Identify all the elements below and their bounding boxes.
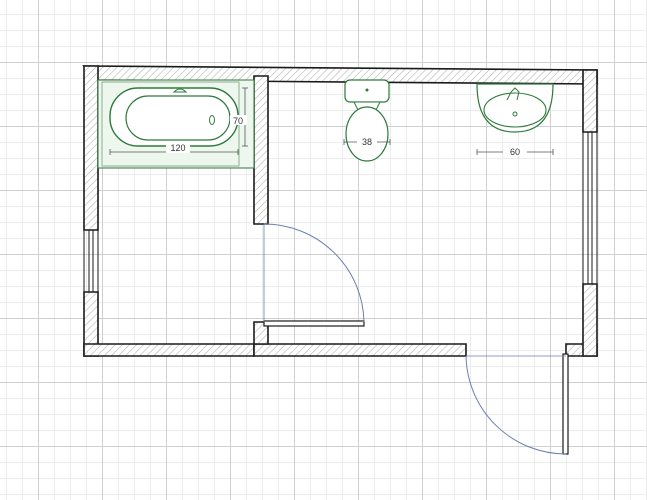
entrance-door-leaf	[562, 353, 569, 455]
entrance-door-swing	[465, 355, 567, 455]
toilet-flush-button-icon	[365, 88, 369, 92]
bathtub-width-label: 120	[170, 143, 185, 153]
wall-bottom-middle	[253, 343, 467, 357]
sink-drain-icon	[512, 111, 518, 117]
interior-door	[263, 223, 365, 327]
sink[interactable]: 60	[476, 83, 554, 157]
interior-door-leaf	[263, 320, 365, 327]
wall-partition-lower	[253, 321, 269, 345]
windows	[83, 132, 598, 292]
wall-partition-upper	[253, 75, 269, 225]
bathtub[interactable]: 120 70	[97, 79, 255, 169]
entrance-door	[465, 353, 569, 455]
toilet-bowl	[345, 106, 389, 162]
toilet[interactable]: 38	[343, 79, 391, 162]
sink-faucet-icon	[506, 87, 520, 101]
sink-width-label: 60	[510, 147, 520, 157]
wall-left-upper	[83, 65, 99, 231]
sink-bowl	[483, 92, 547, 128]
wall-bottom-left	[83, 343, 255, 357]
bathtub-drain-icon	[209, 115, 215, 125]
interior-door-swing	[263, 223, 365, 323]
window-left	[83, 230, 99, 292]
bathtub-overflow-icon	[172, 88, 188, 93]
bathtub-depth-label: 70	[233, 116, 243, 126]
wall-right-lower	[582, 283, 598, 357]
wall-right-upper	[582, 69, 598, 133]
window-right	[582, 132, 598, 284]
toilet-width-label: 38	[362, 137, 372, 147]
